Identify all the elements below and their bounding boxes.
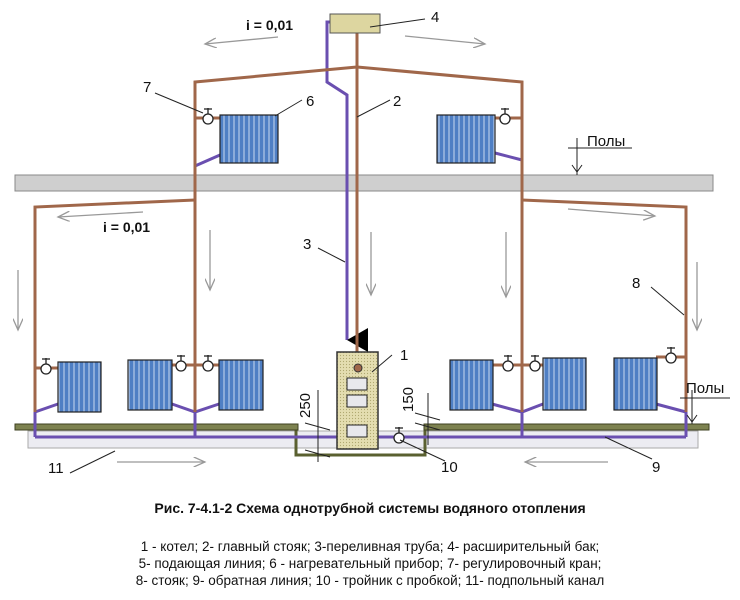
figure-title: Рис. 7-4.1-2 Схема однотрубной системы в…	[154, 500, 586, 516]
floor-level-markers	[568, 138, 730, 424]
callout-7: 7	[143, 79, 151, 96]
tee-plug-icon	[393, 427, 405, 444]
valve-icon	[499, 108, 511, 125]
arrow-icon	[205, 36, 279, 44]
radiator	[449, 359, 494, 411]
leader-lines	[69, 18, 685, 474]
radiator	[613, 357, 658, 411]
arrow-icon	[58, 212, 144, 217]
radiator	[218, 359, 264, 411]
arrow-icon	[404, 35, 485, 44]
arrow-icon	[567, 208, 655, 216]
expansion-tank	[329, 13, 381, 34]
dimension-lines	[304, 390, 441, 462]
valve-icon	[502, 355, 514, 372]
valve-icon	[529, 355, 541, 372]
callout-4: 4	[431, 9, 439, 26]
callout-8: 8	[632, 275, 640, 292]
radiator	[219, 114, 279, 164]
radiator	[57, 361, 102, 413]
floor-label-upper: Полы	[587, 133, 625, 150]
control-valves	[40, 108, 677, 444]
legend-line: 8- стояк; 9- обратная линия; 10 - тройни…	[135, 573, 605, 588]
radiator	[436, 114, 496, 164]
dimension-250: 250	[297, 393, 314, 418]
boiler	[336, 351, 379, 450]
radiator	[542, 357, 587, 411]
overflow-pipe	[325, 20, 368, 352]
boiler-pit	[294, 427, 427, 457]
floor-label-lower: Полы	[686, 380, 724, 397]
ground-floor-left	[14, 423, 299, 431]
heating-system-diagram: i = 0,01 i = 0,01 Полы Полы 250 150 1 2 …	[0, 9, 730, 477]
valve-icon	[202, 355, 214, 372]
valve-icon	[175, 355, 187, 372]
slope-label-top: i = 0,01	[246, 17, 293, 33]
radiators	[57, 114, 658, 413]
callout-10: 10	[441, 459, 458, 476]
callout-11: 11	[48, 460, 64, 477]
ground-floor-right	[423, 423, 710, 431]
dimension-150: 150	[400, 387, 417, 412]
callout-2: 2	[393, 93, 401, 110]
slope-label-bottom: i = 0,01	[103, 219, 150, 235]
radiator	[127, 359, 173, 411]
valve-icon	[40, 358, 52, 375]
valve-icon	[202, 108, 214, 125]
callout-3: 3	[303, 236, 311, 253]
callout-9: 9	[652, 459, 660, 476]
legend-line: 5- подающая линия; 6 - нагревательный пр…	[138, 556, 602, 571]
callout-6: 6	[306, 93, 314, 110]
flow-arrows	[18, 35, 697, 462]
floor-slab	[14, 174, 714, 192]
callout-1: 1	[400, 347, 408, 364]
valve-icon	[665, 347, 677, 364]
legend-line: 1 - котел; 2- главный стояк; 3-переливна…	[140, 539, 600, 554]
